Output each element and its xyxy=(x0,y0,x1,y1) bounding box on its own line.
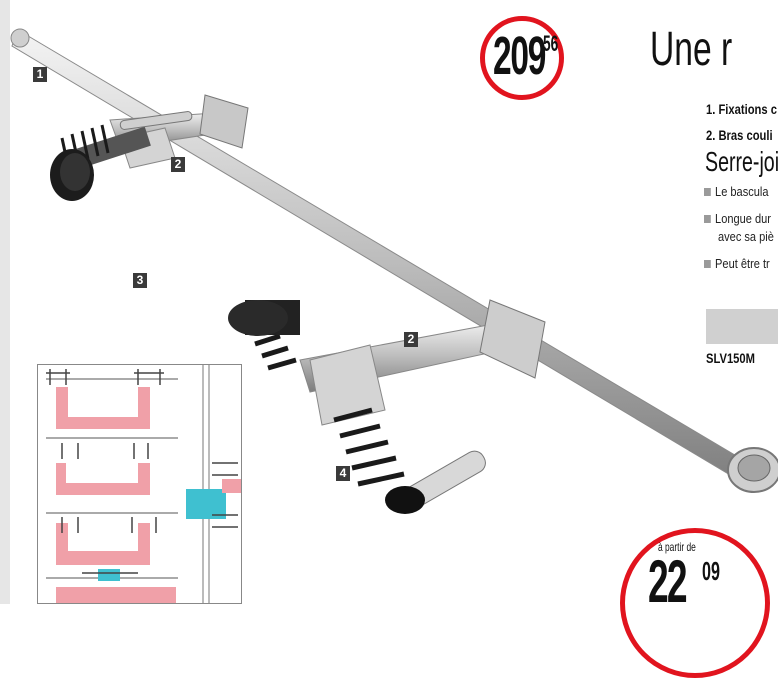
upper-handle-bar xyxy=(119,111,193,130)
diagram-spacer-cyan-small xyxy=(98,569,120,581)
bullet-text: Le bascula xyxy=(715,184,769,199)
marker-2-upper: 2 xyxy=(171,157,185,172)
diagram-workpiece-3 xyxy=(56,523,150,565)
diagram-spacer-cyan xyxy=(186,489,226,519)
bullet-text: Longue dur xyxy=(715,211,771,226)
bar-end-cap xyxy=(10,28,30,48)
bullet-continuation: avec sa piè xyxy=(718,229,774,244)
bar-end-plate-inner xyxy=(737,454,771,482)
headline: Une r xyxy=(650,23,733,76)
price-bottom-main: 22 xyxy=(648,548,688,615)
bullet-square-icon xyxy=(704,188,711,196)
upper-slider-block xyxy=(199,94,249,149)
diagram-workpiece-1 xyxy=(56,387,150,429)
lower-pad xyxy=(228,300,288,336)
bullet-item: Le bascula xyxy=(704,184,769,199)
marker-2-lower: 2 xyxy=(404,332,418,347)
bullet-text: Peut être tr xyxy=(715,256,770,271)
model-code: SLV150M xyxy=(706,350,755,366)
lower-handle-knob xyxy=(385,486,425,514)
price-bottom-cents: 09 xyxy=(702,556,720,586)
diagram-workpiece-2 xyxy=(56,463,150,495)
bullet-square-icon xyxy=(704,260,711,268)
lower-slider-block xyxy=(479,299,546,379)
lower-jaw-head xyxy=(309,344,386,426)
diagram-pink-block xyxy=(222,479,241,493)
feature-2: 2. Bras couli xyxy=(706,127,773,143)
usage-diagram-drawing xyxy=(46,365,241,603)
price-badge-top: 209 56 xyxy=(480,16,564,100)
usage-diagram xyxy=(37,364,242,604)
product-subheading: Serre-join xyxy=(705,146,778,177)
price-top-main: 209 xyxy=(493,26,546,86)
price-top-cents: 56 xyxy=(543,31,559,56)
bullet-item: Longue dur xyxy=(704,211,771,226)
feature-1: 1. Fixations c xyxy=(706,101,777,117)
price-bottom-prefix: à partir de xyxy=(658,540,696,554)
marker-4: 4 xyxy=(336,466,350,481)
bar-clamp-illustration xyxy=(10,28,778,514)
page-edge-strip xyxy=(0,0,10,604)
spec-table-header xyxy=(706,309,778,344)
bullet-square-icon xyxy=(704,215,711,223)
marker-3: 3 xyxy=(133,273,147,288)
marker-1: 1 xyxy=(33,67,47,82)
diagram-workpiece-4 xyxy=(56,587,176,603)
upper-pad-face xyxy=(60,153,90,191)
bullet-item: Peut être tr xyxy=(704,256,770,271)
